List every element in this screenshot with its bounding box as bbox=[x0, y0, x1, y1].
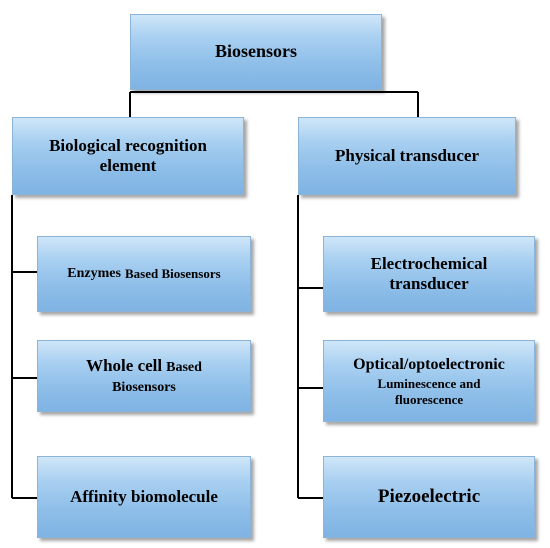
affinity-label: Affinity biomolecule bbox=[70, 486, 218, 506]
electrochemical-node-box: Electrochemical transducer bbox=[323, 236, 535, 312]
piezoelectric-node-box: Piezoelectric bbox=[323, 456, 535, 538]
right-branch-box: Physical transducer bbox=[298, 117, 516, 195]
right-branch-label: Physical transducer bbox=[334, 145, 480, 165]
enzymes-node-box: Enzymes Based Biosensors bbox=[37, 236, 251, 312]
piezoelectric-label: Piezoelectric bbox=[377, 485, 481, 507]
optical-label: Optical/optoelectronic bbox=[353, 355, 505, 373]
left-branch-box: Biological recognition element bbox=[12, 117, 244, 195]
enzymes-rest-label: Based Biosensors bbox=[124, 266, 221, 282]
whole-cell-bold-label: Whole cell bbox=[86, 355, 163, 375]
enzymes-bold-label: Enzymes bbox=[67, 265, 121, 281]
left-branch-label: Biological recognition element bbox=[49, 135, 207, 175]
electrochemical-label: Electrochemical transducer bbox=[370, 253, 488, 293]
optical-node-box: Optical/optoelectronic Luminescence and … bbox=[323, 340, 535, 422]
whole-cell-node-box: Whole cell Based Biosensors bbox=[37, 340, 251, 412]
root-node-box: Biosensors bbox=[130, 14, 382, 90]
optical-sub-label: Luminescence and fluorescence bbox=[377, 376, 481, 407]
root-node-label: Biosensors bbox=[214, 41, 297, 62]
whole-cell-rest-label: Based Biosensors bbox=[112, 359, 202, 395]
affinity-node-box: Affinity biomolecule bbox=[37, 456, 251, 538]
